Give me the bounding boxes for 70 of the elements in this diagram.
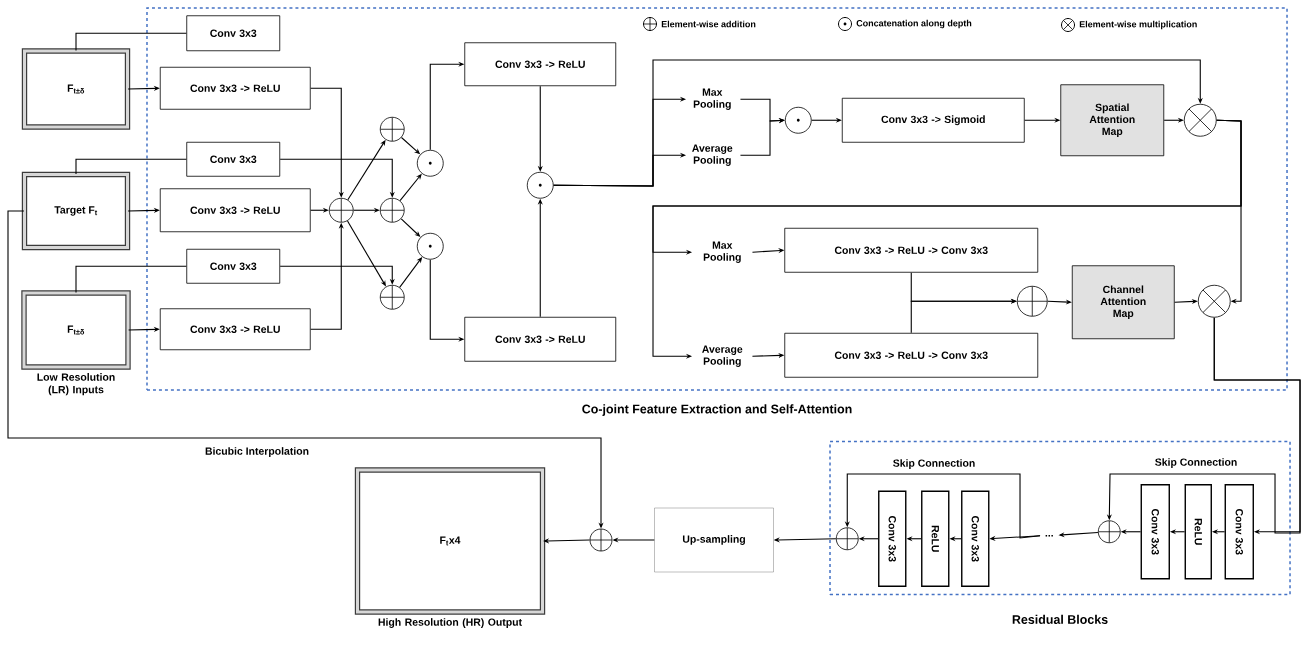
- concatenation-symbol: [526, 171, 554, 199]
- connector-line: [75, 158, 187, 175]
- layer-box: Conv 3x3: [186, 15, 281, 52]
- node-label: Co-joint Feature Extraction and Self-Attention: [582, 404, 852, 416]
- node-label: Residual Blocks: [1012, 614, 1108, 624]
- layer-box: Conv 3x3 -> ReLU: [159, 308, 311, 351]
- addition-symbol: [1097, 520, 1121, 544]
- layer-box: ReLU: [921, 490, 950, 587]
- layer-box: Conv 3x3: [1140, 484, 1170, 580]
- layer-box: Conv 3x3 -> ReLU: [159, 66, 311, 110]
- arrow: [553, 59, 1203, 187]
- arrow: [1216, 119, 1242, 304]
- layer-box: Conv 3x3 -> ReLU -> Conv 3x3: [784, 332, 1039, 378]
- multiplication-symbol: [1197, 284, 1231, 318]
- arrow: [310, 87, 344, 198]
- feature-map-box: F$_{t±δ}$ Low Resolution (LR) Inputs: [21, 290, 131, 396]
- legend-text: Element-wise addition: [661, 20, 756, 28]
- arrow: [127, 85, 160, 91]
- addition-symbol: [1016, 285, 1048, 317]
- node-label: High Resolution (HR) Output: [378, 618, 522, 628]
- arrow: [353, 207, 380, 213]
- concatenation-symbol: [784, 106, 812, 134]
- layer-box: Conv 3x3 -> ReLU: [464, 42, 617, 87]
- layer-box: Conv 3x3 -> Sigmoid: [841, 97, 1025, 143]
- arrow: [811, 117, 842, 123]
- section-label: Skip Connection: [893, 459, 975, 469]
- operation-label: Max Pooling: [703, 241, 741, 263]
- addition-symbol: [589, 528, 613, 552]
- layer-box: Conv 3x3: [878, 490, 907, 587]
- arrow: [279, 265, 395, 285]
- legend-text: Element-wise multiplication: [1079, 20, 1197, 30]
- arrow: [739, 118, 785, 156]
- layer-box: Conv 3x3 -> ReLU -> Conv 3x3: [784, 227, 1039, 273]
- operation-label: Average Pooling: [692, 144, 733, 166]
- layer-box: Conv 3x3: [186, 141, 281, 177]
- layer-box: Conv 3x3: [961, 490, 990, 587]
- feature-map-box: F$_{t±δ}$: [21, 48, 131, 130]
- operation-label: Max Pooling: [693, 88, 731, 110]
- arrow: [310, 207, 329, 213]
- layer-box: Conv 3x3: [1224, 484, 1254, 580]
- feature-map-box: F$_{t}$x4 High Resolution (HR) Output: [354, 467, 546, 628]
- upsampling-box: Up-sampling: [654, 507, 774, 573]
- layer-box: ReLU: [1184, 484, 1212, 580]
- feature-map-box: Target F$_{t}$: [21, 171, 131, 251]
- connector-line: [75, 265, 187, 293]
- addition-symbol: [379, 116, 405, 142]
- legend-text: Concatenation along depth: [856, 19, 972, 29]
- layer-box: Conv 3x3: [186, 248, 281, 284]
- layer-box: Conv 3x3 -> ReLU: [464, 316, 617, 362]
- addition-symbol: [379, 197, 405, 223]
- arrow: [128, 326, 160, 332]
- arrow: [279, 158, 395, 198]
- operation-label: ...: [1045, 535, 1053, 537]
- addition-symbol: [379, 284, 405, 310]
- node-label: Low Resolution (LR) Inputs: [37, 373, 115, 396]
- arrow: [910, 298, 1017, 334]
- concatenation-symbol: [416, 232, 444, 260]
- addition-symbol: [328, 197, 354, 223]
- multiplication-symbol: [1183, 103, 1217, 137]
- arrow: [127, 207, 160, 213]
- layer-box: Conv 3x3 -> ReLU: [159, 188, 311, 233]
- concatenation-symbol: [416, 149, 444, 177]
- arrow: [1163, 117, 1184, 123]
- attention-map-box: Channel Attention Map: [1071, 265, 1175, 340]
- connector-line: [75, 32, 187, 51]
- attention-map-box: Spatial Attention Map: [1060, 84, 1165, 157]
- operation-label: Average Pooling: [702, 345, 743, 367]
- addition-symbol: [835, 527, 859, 551]
- edge-label: Bicubic Interpolation: [204, 446, 310, 458]
- section-label: Skip Connection: [1155, 458, 1237, 468]
